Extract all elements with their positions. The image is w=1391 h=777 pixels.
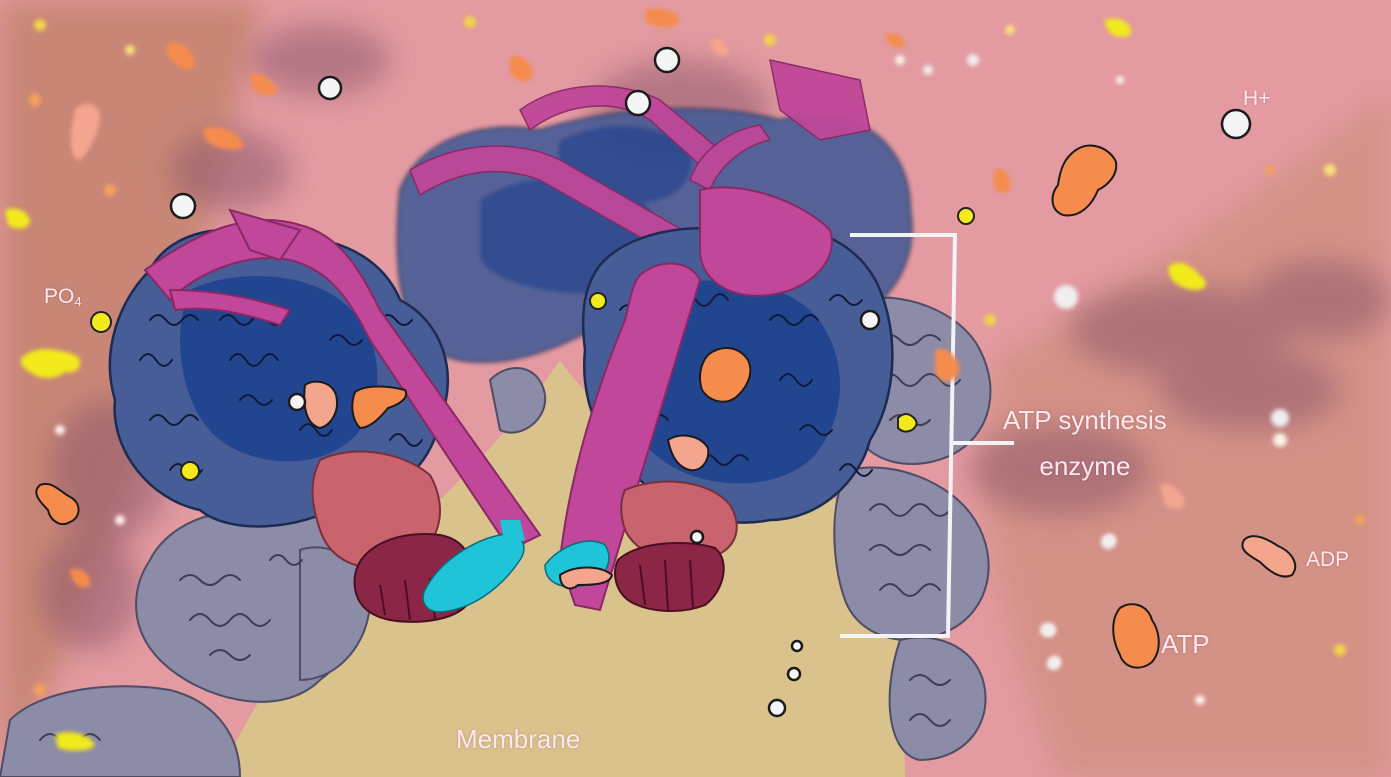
left-cyan-subunit — [422, 533, 525, 613]
phosphate-molecules — [90, 207, 975, 481]
enzyme-label: ATP synthesis enzyme — [1003, 397, 1167, 489]
phosphate-label-subscript: 4 — [74, 294, 82, 309]
proton-icon — [317, 75, 343, 101]
proton-icon — [767, 698, 787, 718]
proton-icon — [790, 639, 804, 653]
proton-icon — [169, 192, 197, 220]
phosphate-label: PO4 — [44, 285, 82, 309]
left-atp-synthase — [108, 208, 542, 623]
adp-molecule-icon — [558, 566, 614, 590]
membrane-label: Membrane — [456, 724, 581, 754]
adp-molecule-icon — [666, 434, 710, 472]
proton-icon — [1220, 108, 1252, 140]
atp-molecule-icon — [699, 347, 752, 403]
enzyme-label-line1: ATP synthesis — [1003, 405, 1167, 435]
atp-molecule-icon — [351, 385, 408, 430]
adp-label: ADP — [1306, 548, 1350, 571]
proton-icon — [653, 46, 681, 74]
proton-icon — [624, 89, 652, 117]
blurred-phosphate-clusters — [5, 18, 1206, 751]
adp-molecule-icon — [303, 380, 338, 430]
right-magenta-stalk — [558, 262, 702, 612]
blurred-adp-molecules — [70, 38, 1185, 510]
phosphate-icon — [589, 292, 607, 310]
phosphate-icon — [90, 311, 112, 333]
blurred-protons — [923, 54, 1289, 670]
phosphate-icon — [180, 461, 200, 481]
right-rotor-ring — [614, 542, 725, 613]
adp-molecule-icon — [1241, 535, 1297, 578]
atp-label: ATP — [1161, 629, 1210, 659]
phosphate-label-main: PO — [44, 285, 75, 308]
enzyme-bracket — [840, 233, 1014, 638]
blurred-atp-molecules — [70, 8, 1011, 588]
atp-molecule-icon — [35, 482, 80, 526]
adp-molecules — [303, 380, 1297, 590]
atp-molecule-icon — [1051, 144, 1118, 217]
atp-molecules — [35, 144, 1160, 669]
proton-icon — [786, 666, 802, 682]
proton-icon — [689, 529, 705, 545]
enzyme-label-line2: enzyme — [1039, 451, 1131, 481]
proton-molecules — [169, 46, 1252, 718]
background-right-matrix — [983, 90, 1391, 777]
phosphate-icon — [897, 413, 918, 433]
h-plus-label: H+ — [1243, 87, 1271, 110]
proton-icon — [859, 309, 881, 331]
proton-icon — [287, 392, 307, 412]
atp-molecule-icon — [1112, 603, 1160, 669]
phosphate-icon — [957, 207, 975, 225]
